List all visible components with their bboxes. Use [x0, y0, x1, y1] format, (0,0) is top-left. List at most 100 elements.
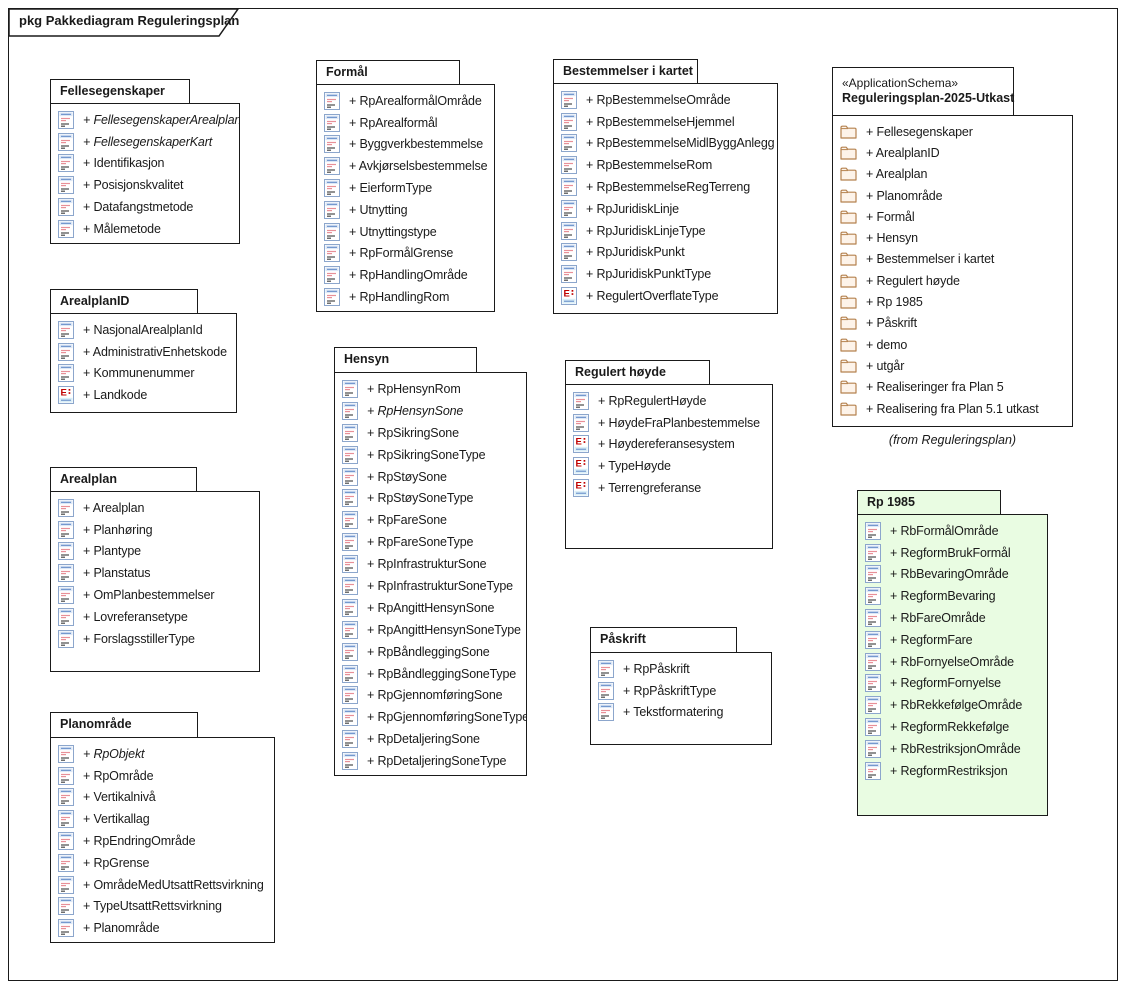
- package-item[interactable]: + RpBestemmelseRom: [554, 154, 777, 176]
- package-item[interactable]: + RpFareSoneType: [335, 531, 526, 553]
- package-item[interactable]: + Regulert høyde: [833, 270, 1072, 291]
- package-item[interactable]: + RegformBrukFormål: [858, 542, 1047, 564]
- package-item[interactable]: + RbRestriksjonOmråde: [858, 738, 1047, 760]
- package-item[interactable]: + utgår: [833, 355, 1072, 376]
- package-item[interactable]: + Planhøring: [51, 519, 259, 541]
- package-item[interactable]: + RpGjennomføringSone: [335, 684, 526, 706]
- package-item[interactable]: + RegformRestriksjon: [858, 760, 1047, 782]
- package-item[interactable]: + Utnyttingstype: [317, 221, 494, 243]
- package-item[interactable]: + RpAngittHensynSoneType: [335, 619, 526, 641]
- package-item[interactable]: + FellesegenskaperArealplan: [51, 109, 239, 131]
- package-tab[interactable]: Planområde: [50, 712, 198, 738]
- package-item[interactable]: + RegformFornyelse: [858, 673, 1047, 695]
- package-item[interactable]: + Formål: [833, 206, 1072, 227]
- package-item[interactable]: + RbFormålOmråde: [858, 520, 1047, 542]
- package-item[interactable]: + RpPåskrift: [591, 658, 771, 680]
- package-item[interactable]: + Hensyn: [833, 227, 1072, 248]
- package-tab[interactable]: Regulert høyde: [565, 360, 710, 385]
- package-item[interactable]: + RpBestemmelseMidlByggAnlegg: [554, 133, 777, 155]
- package-item[interactable]: + Planområde: [833, 185, 1072, 206]
- package-item[interactable]: E + TypeHøyde: [566, 455, 772, 477]
- package-tab[interactable]: ArealplanID: [50, 289, 198, 314]
- package-tab[interactable]: Bestemmelser i kartet: [553, 59, 698, 84]
- package-item[interactable]: + Vertikalnivå: [51, 787, 274, 809]
- package-tab[interactable]: Rp 1985: [857, 490, 1001, 515]
- package-item[interactable]: + Planstatus: [51, 562, 259, 584]
- package-item[interactable]: + OmrådeMedUtsattRettsvirkning: [51, 874, 274, 896]
- package-item[interactable]: + RpBestemmelseRegTerreng: [554, 176, 777, 198]
- package-item[interactable]: + Rp 1985: [833, 291, 1072, 312]
- package-item[interactable]: + RpPåskriftType: [591, 680, 771, 702]
- package-item[interactable]: + Byggverkbestemmelse: [317, 134, 494, 156]
- package-item[interactable]: E + Terrengreferanse: [566, 477, 772, 499]
- package-item[interactable]: + AdministrativEnhetskode: [51, 341, 236, 363]
- package-item[interactable]: + RpFormålGrense: [317, 243, 494, 265]
- package-item[interactable]: + RpArealformål: [317, 112, 494, 134]
- package-item[interactable]: + RegformFare: [858, 629, 1047, 651]
- package-tab[interactable]: Formål: [316, 60, 460, 85]
- package-item[interactable]: + RpBestemmelseHjemmel: [554, 111, 777, 133]
- package-item[interactable]: + RpFareSone: [335, 509, 526, 531]
- package-item[interactable]: + ArealplanID: [833, 142, 1072, 163]
- package-tab[interactable]: Fellesegenskaper: [50, 79, 190, 104]
- package-item[interactable]: + RpJuridiskPunkt: [554, 242, 777, 264]
- package-item[interactable]: + RpDetaljeringSone: [335, 728, 526, 750]
- package-item[interactable]: + Målemetode: [51, 218, 239, 240]
- package-item[interactable]: + Plantype: [51, 541, 259, 563]
- package-item[interactable]: + RpOmråde: [51, 765, 274, 787]
- package-item[interactable]: + Lovreferansetype: [51, 606, 259, 628]
- package-item[interactable]: + RbFareOmråde: [858, 607, 1047, 629]
- package-item[interactable]: + Arealplan: [51, 497, 259, 519]
- package-item[interactable]: + RpBestemmelseOmråde: [554, 89, 777, 111]
- package-item[interactable]: + Vertikallag: [51, 808, 274, 830]
- package-item[interactable]: + RpAngittHensynSone: [335, 597, 526, 619]
- package-item[interactable]: + OmPlanbestemmelser: [51, 584, 259, 606]
- package-item[interactable]: + Realisering fra Plan 5.1 utkast: [833, 398, 1072, 419]
- package-item[interactable]: + Tekstformatering: [591, 702, 771, 724]
- package-item[interactable]: + Planområde: [51, 917, 274, 939]
- package-item[interactable]: + RpBåndleggingSone: [335, 641, 526, 663]
- package-item[interactable]: + RpSikringSone: [335, 422, 526, 444]
- package-tab[interactable]: Påskrift: [590, 627, 737, 653]
- package-item[interactable]: + FellesegenskaperKart: [51, 131, 239, 153]
- package-item[interactable]: + RpRegulertHøyde: [566, 390, 772, 412]
- package-item[interactable]: + RpHensynSone: [335, 400, 526, 422]
- package-item[interactable]: + RpBåndleggingSoneType: [335, 663, 526, 685]
- package-item[interactable]: + NasjonalArealplanId: [51, 319, 236, 341]
- package-tab[interactable]: «ApplicationSchema»Reguleringsplan-2025-…: [832, 67, 1014, 116]
- package-item[interactable]: + ForslagsstillerType: [51, 628, 259, 650]
- package-item[interactable]: + RpObjekt: [51, 743, 274, 765]
- package-item[interactable]: + Kommunenummer: [51, 363, 236, 385]
- package-item[interactable]: + Posisjonskvalitet: [51, 174, 239, 196]
- package-item[interactable]: + RpDetaljeringSoneType: [335, 750, 526, 772]
- package-item[interactable]: + RpSikringSoneType: [335, 444, 526, 466]
- package-item[interactable]: + RbBevaringOmråde: [858, 564, 1047, 586]
- package-item[interactable]: + RpHandlingOmråde: [317, 264, 494, 286]
- package-item[interactable]: + RpStøySone: [335, 466, 526, 488]
- package-item[interactable]: + HøydeFraPlanbestemmelse: [566, 412, 772, 434]
- package-item[interactable]: + EierformType: [317, 177, 494, 199]
- package-item[interactable]: + RpHensynRom: [335, 378, 526, 400]
- package-item[interactable]: + RpStøySoneType: [335, 487, 526, 509]
- package-item[interactable]: + RbRekkefølgeOmråde: [858, 694, 1047, 716]
- package-item[interactable]: + RpGrense: [51, 852, 274, 874]
- package-item[interactable]: E + RegulertOverflateType: [554, 285, 777, 307]
- package-item[interactable]: + RpGjennomføringSoneType: [335, 706, 526, 728]
- package-item[interactable]: + RpEndringOmråde: [51, 830, 274, 852]
- package-item[interactable]: + Realiseringer fra Plan 5: [833, 377, 1072, 398]
- package-item[interactable]: + Fellesegenskaper: [833, 121, 1072, 142]
- package-item[interactable]: + Arealplan: [833, 164, 1072, 185]
- package-item[interactable]: + RpInfrastrukturSoneType: [335, 575, 526, 597]
- package-item[interactable]: + RpHandlingRom: [317, 286, 494, 308]
- package-item[interactable]: + RegformBevaring: [858, 585, 1047, 607]
- package-item[interactable]: + demo: [833, 334, 1072, 355]
- package-item[interactable]: + RpJuridiskPunktType: [554, 263, 777, 285]
- package-tab[interactable]: Hensyn: [334, 347, 477, 373]
- package-item[interactable]: + RbFornyelseOmråde: [858, 651, 1047, 673]
- package-item[interactable]: + Påskrift: [833, 313, 1072, 334]
- package-item[interactable]: + Avkjørselsbestemmelse: [317, 155, 494, 177]
- package-item[interactable]: + RpJuridiskLinjeType: [554, 220, 777, 242]
- package-item[interactable]: + RegformRekkefølge: [858, 716, 1047, 738]
- package-item[interactable]: + Datafangstmetode: [51, 196, 239, 218]
- package-item[interactable]: E + Høydereferansesystem: [566, 434, 772, 456]
